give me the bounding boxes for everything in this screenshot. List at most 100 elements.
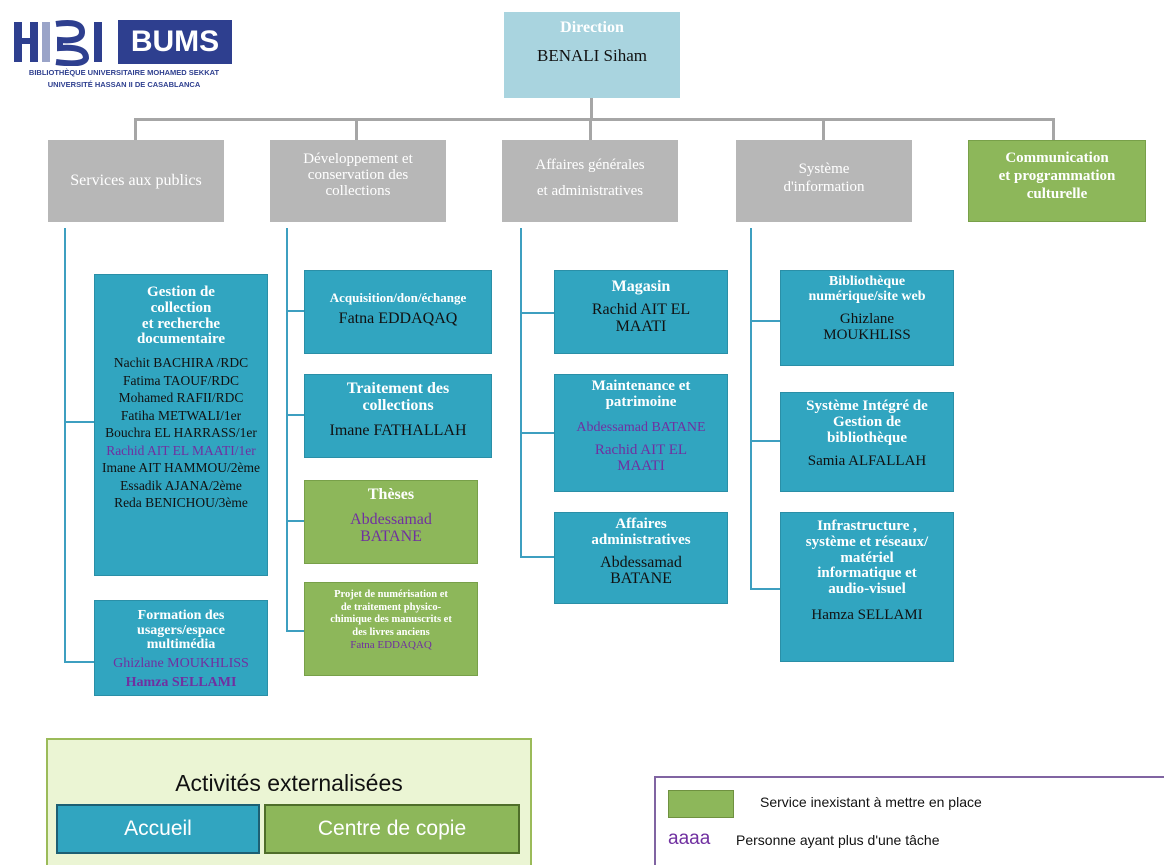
dept-communication-line-1: Communication — [1005, 150, 1109, 166]
unit-infra-title-3: matériel — [840, 549, 894, 566]
unit-projet-title-4: des livres anciens — [352, 626, 430, 638]
legend: Service inexistant à mettre en place aaa… — [654, 776, 1164, 865]
gestion-person: Bouchra EL HARRASS/1er — [105, 425, 257, 441]
unit-projet-title-1: Projet de numérisation et — [334, 589, 448, 600]
legend-multi-label: Personne ayant plus d'une tâche — [736, 832, 940, 848]
externalized-accueil: Accueil — [56, 804, 260, 854]
unit-gestion: Gestion de collection et recherche docum… — [94, 274, 268, 576]
unit-magasin-name-1: Rachid AIT EL — [591, 300, 691, 318]
legend-swatch-label: Service inexistant à mettre en place — [760, 794, 982, 810]
unit-sigb-title-3: bibliothèque — [826, 429, 908, 446]
connector-projet — [286, 630, 304, 632]
unit-traitement: Traitement des collections Imane FATHALL… — [304, 374, 492, 458]
unit-maintenance-person-1: Abdessamad BATANE — [576, 419, 706, 435]
dept-affaires-line-2: et administratives — [536, 182, 644, 199]
logo-mark-icon — [14, 20, 102, 66]
unit-acquisition-name: Fatna EDDAQAQ — [338, 309, 458, 327]
connector-top-bar — [134, 118, 1054, 121]
dept-communication: Communication et programmation culturell… — [968, 140, 1146, 222]
unit-affadmin-name-2: BATANE — [610, 570, 672, 588]
unit-magasin-name-2: MAATI — [615, 317, 667, 335]
unit-sigb-title-1: Système Intégré de — [806, 398, 928, 414]
unit-magasin: Magasin Rachid AIT EL MAATI — [554, 270, 728, 354]
unit-maintenance-title-2: patrimoine — [605, 393, 677, 410]
unit-gestion-title-3: et recherche — [141, 315, 221, 332]
unit-formation-person-1: Ghizlane MOUKHLISS — [113, 656, 249, 672]
dept-communication-line-2: et programmation — [998, 167, 1116, 184]
unit-infra-name: Hamza SELLAMI — [811, 606, 923, 623]
connector-biblio — [750, 320, 780, 322]
connector-systeme — [822, 118, 825, 140]
dept-developpement-line-3: collections — [325, 182, 391, 199]
unit-theses-name-2: BATANE — [360, 527, 422, 545]
connector-systeme-spine — [750, 228, 752, 590]
connector-developpement-spine — [286, 228, 288, 632]
direction-name: BENALI Siham — [536, 45, 648, 65]
unit-biblio: Bibliothèque numérique/site web Ghizlane… — [780, 270, 954, 366]
unit-formation-title-1: Formation des — [137, 608, 225, 623]
direction-title: Direction — [560, 19, 624, 36]
unit-theses-name-1: Abdessamad — [350, 510, 432, 528]
unit-affadmin: Affaires administratives Abdessamad BATA… — [554, 512, 728, 604]
unit-biblio-name-1: Ghizlane — [839, 311, 895, 328]
dept-affaires: Affaires générales et administratives — [502, 140, 678, 222]
externalized-panel: Activités externalisées Accueil Centre d… — [46, 738, 532, 865]
unit-formation-title-2: usagers/espace — [137, 622, 225, 638]
connector-affaires — [589, 118, 592, 140]
unit-formation: Formation des usagers/espace multimédia … — [94, 600, 268, 696]
unit-maintenance: Maintenance et patrimoine Abdessamad BAT… — [554, 374, 728, 492]
unit-traitement-title-1: Traitement des — [346, 380, 450, 397]
unit-formation-title-3: multimédia — [146, 637, 216, 653]
unit-affadmin-title-2: administratives — [591, 531, 691, 548]
unit-theses: Thèses Abdessamad BATANE — [304, 480, 478, 564]
gestion-person: Imane AIT HAMMOU/2ème — [102, 460, 260, 476]
logo: BUMS BIBLIOTHÈQUE UNIVERSITAIRE MOHAMED … — [6, 10, 242, 94]
connector-traitement — [286, 414, 304, 416]
connector-infra — [750, 588, 780, 590]
connector-maintenance — [520, 432, 554, 434]
connector-theses — [286, 520, 304, 522]
unit-biblio-title-2: numérique/site web — [808, 288, 926, 304]
dept-developpement-line-2: conservation des — [307, 166, 409, 183]
gestion-person: Essadik AJANA/2ème — [120, 477, 242, 493]
unit-biblio-name-2: MOUKHLISS — [823, 327, 911, 344]
unit-biblio-title-1: Bibliothèque — [828, 274, 906, 289]
unit-affadmin-title-1: Affaires — [615, 516, 667, 532]
unit-magasin-title: Magasin — [611, 278, 671, 295]
unit-sigb: Système Intégré de Gestion de bibliothèq… — [780, 392, 954, 492]
dept-affaires-line-1: Affaires générales — [535, 157, 645, 173]
unit-sigb-title-2: Gestion de — [833, 413, 901, 430]
logo-acronym-box: BUMS — [118, 20, 232, 64]
unit-projet-title-3: chimique des manuscrits et — [330, 614, 452, 626]
unit-infra-title-4: informatique et — [817, 565, 917, 582]
connector-communication — [1052, 118, 1055, 140]
gestion-person: Fatima TAOUF/RDC — [122, 372, 240, 388]
gestion-person: Reda BENICHOU/3ème — [114, 495, 248, 511]
unit-infra-title-5: audio-visuel — [828, 581, 906, 597]
unit-maintenance-person-2-line-2: MAATI — [617, 457, 665, 474]
unit-infra-title-2: système et réseaux/ — [805, 533, 929, 550]
unit-theses-title: Thèses — [367, 486, 415, 503]
gestion-person: Nachit BACHIRA /RDC — [113, 355, 249, 370]
dept-communication-line-3: culturelle — [1026, 185, 1088, 202]
legend-swatch — [668, 790, 734, 818]
unit-acquisition: Acquisition/don/échange Fatna EDDAQAQ — [304, 270, 492, 354]
connector-sigb — [750, 440, 780, 442]
unit-formation-person-2: Hamza SELLAMI — [125, 674, 237, 690]
connector-direction — [590, 98, 593, 118]
logo-line-2: UNIVERSITÉ HASSAN II DE CASABLANCA — [47, 80, 201, 89]
connector-services-spine — [64, 228, 66, 663]
connector-developpement — [355, 118, 358, 140]
dept-services: Services aux publics — [48, 140, 224, 222]
gestion-person: Rachid AIT EL MAATI/1er — [106, 442, 256, 458]
dept-systeme: Système d'information — [736, 140, 912, 222]
unit-infra-title-1: Infrastructure , — [817, 518, 917, 534]
unit-acquisition-title: Acquisition/don/échange — [329, 290, 467, 305]
unit-gestion-title-1: Gestion de — [147, 284, 215, 300]
unit-sigb-name: Samia ALFALLAH — [807, 453, 927, 470]
unit-traitement-title-2: collections — [362, 396, 434, 414]
dept-developpement-line-1: Développement et — [303, 151, 413, 167]
unit-maintenance-title-1: Maintenance et — [591, 378, 691, 394]
connector-affaires-spine — [520, 228, 522, 558]
gestion-person: Fatiha METWALI/1er — [120, 407, 242, 423]
